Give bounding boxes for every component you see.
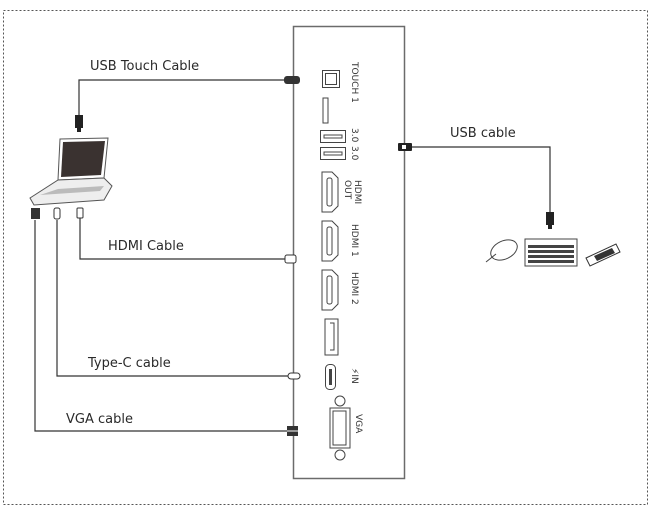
typec-plug-icon bbox=[53, 207, 61, 220]
usb-plug-icon bbox=[546, 212, 554, 229]
mouse-icon bbox=[485, 239, 518, 263]
typec-cable-line bbox=[56, 220, 292, 377]
hdmi-out-label-line2: OUT bbox=[342, 180, 352, 200]
hdmi-cable-label: HDMI Cable bbox=[108, 239, 184, 254]
laptop-icon bbox=[29, 115, 113, 206]
vga-connector-icon bbox=[287, 426, 298, 436]
hdmi-plug-icon bbox=[76, 207, 84, 219]
hdmi-out-label-line1: HDMI bbox=[352, 180, 362, 204]
usb-touch-cable-line bbox=[78, 79, 290, 120]
usb-cable-label: USB cable bbox=[450, 126, 516, 141]
touch-usb-b-port-icon bbox=[322, 70, 340, 88]
vga-label: VGA bbox=[353, 414, 363, 434]
displayport-port-icon bbox=[324, 318, 339, 356]
usb-touch-cable-label: USB Touch Cable bbox=[90, 59, 199, 74]
usb30-port-icon bbox=[320, 147, 346, 160]
hdmi-cable-line bbox=[79, 210, 290, 260]
typec-connector-icon bbox=[287, 372, 301, 380]
hdmi-connector-icon bbox=[284, 254, 297, 264]
hdmi1-port-icon bbox=[321, 220, 339, 262]
usb-cable-line bbox=[410, 146, 551, 212]
usb-drive-icon bbox=[585, 243, 621, 267]
keyboard-icon bbox=[524, 238, 578, 267]
typec-in-port-icon bbox=[325, 364, 336, 390]
typec-cable-label: Type-C cable bbox=[87, 356, 171, 371]
vga-cable-label: VGA cable bbox=[66, 412, 133, 427]
usb-connector-icon bbox=[398, 143, 412, 151]
hdmi2-port-icon bbox=[321, 269, 339, 311]
usb-c-slot-port-icon bbox=[322, 97, 329, 124]
usb30-label-a: 3.0 bbox=[349, 128, 359, 143]
vga-cable-line bbox=[34, 220, 288, 432]
usb-touch-connector-icon bbox=[284, 76, 300, 84]
usb30-port-icon bbox=[320, 130, 346, 143]
display-io-panel bbox=[292, 25, 406, 480]
vga-port-icon bbox=[329, 395, 351, 461]
hdmi1-label: HDMI 1 bbox=[349, 224, 359, 257]
touch1-label: TOUCH 1 bbox=[349, 61, 359, 103]
hdmi-out-port-icon bbox=[321, 171, 339, 213]
hdmi2-label: HDMI 2 bbox=[349, 272, 359, 305]
dashed-frame bbox=[3, 10, 648, 505]
usb30-label-b: 3.0 bbox=[349, 146, 359, 161]
vga-plug-icon bbox=[31, 208, 40, 219]
typec-in-label: ⚡IN bbox=[349, 368, 359, 384]
